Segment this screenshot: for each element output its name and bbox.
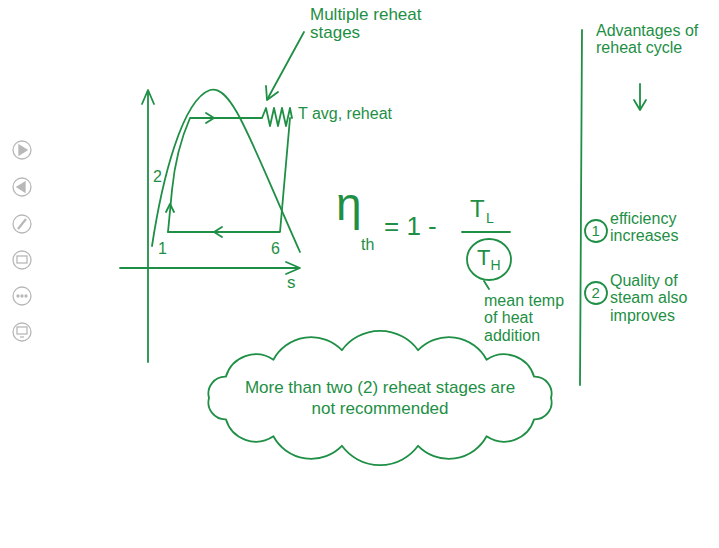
node-text: 2: [592, 284, 600, 301]
cycle-heat-addition: [168, 108, 292, 232]
subscript: L: [486, 211, 494, 226]
node-text: 1: [592, 222, 600, 239]
heading-note: Advantages of reheat cycle: [596, 22, 709, 57]
node-text: H: [490, 257, 500, 273]
node-text: More than two (2) reheat stages are not …: [245, 378, 515, 418]
flow-arrow: [206, 113, 214, 123]
sidebar-icons: [13, 141, 31, 341]
list-item: efficiency increases: [610, 210, 710, 245]
state-number: 2: [153, 168, 162, 185]
state-number: 6: [271, 240, 280, 257]
callout-arrow: [268, 32, 304, 98]
annotation-note: mean temp of heat addition: [484, 292, 579, 344]
temperature-label: T avg, reheat: [298, 105, 392, 122]
flow-arrow: [214, 227, 222, 237]
node-text-holder: TH: [477, 244, 501, 274]
s-axis: [120, 267, 298, 269]
cycle-expansion-condensation: [168, 118, 290, 232]
divider-line: [580, 30, 582, 385]
list-item: Quality of steam also improves: [610, 272, 714, 324]
fraction-bar: [462, 231, 510, 233]
circled-number: 2: [584, 281, 608, 305]
down-arrow: [639, 84, 641, 108]
axis-arrow: [286, 262, 300, 274]
flow-arrow: [166, 204, 174, 212]
saturation-dome: [152, 90, 300, 252]
node-text-holder: More than two (2) reheat stages are not …: [240, 377, 520, 420]
node-outline: [195, 335, 565, 461]
temperature-symbol: T: [470, 196, 485, 222]
axis-arrow: [142, 90, 154, 104]
node-text: T: [477, 245, 490, 270]
state-number: 1: [158, 240, 167, 257]
callout-arrowhead: [266, 86, 278, 100]
down-arrowhead: [634, 100, 646, 110]
node-text-holder: 1: [592, 222, 600, 241]
node-text-holder: 2: [592, 284, 600, 303]
cloud-note: More than two (2) reheat stages are not …: [195, 335, 565, 461]
t-axis: [147, 92, 149, 362]
callout-text: Multiple reheat stages: [310, 6, 440, 43]
efficiency-symbol: η: [336, 180, 362, 230]
equation-text: = 1 -: [384, 212, 437, 240]
axis-label: s: [287, 274, 296, 292]
subscript: th: [361, 236, 374, 253]
leader-line: [484, 281, 489, 289]
circled-symbol: TH: [466, 238, 512, 281]
circled-number: 1: [584, 219, 608, 243]
